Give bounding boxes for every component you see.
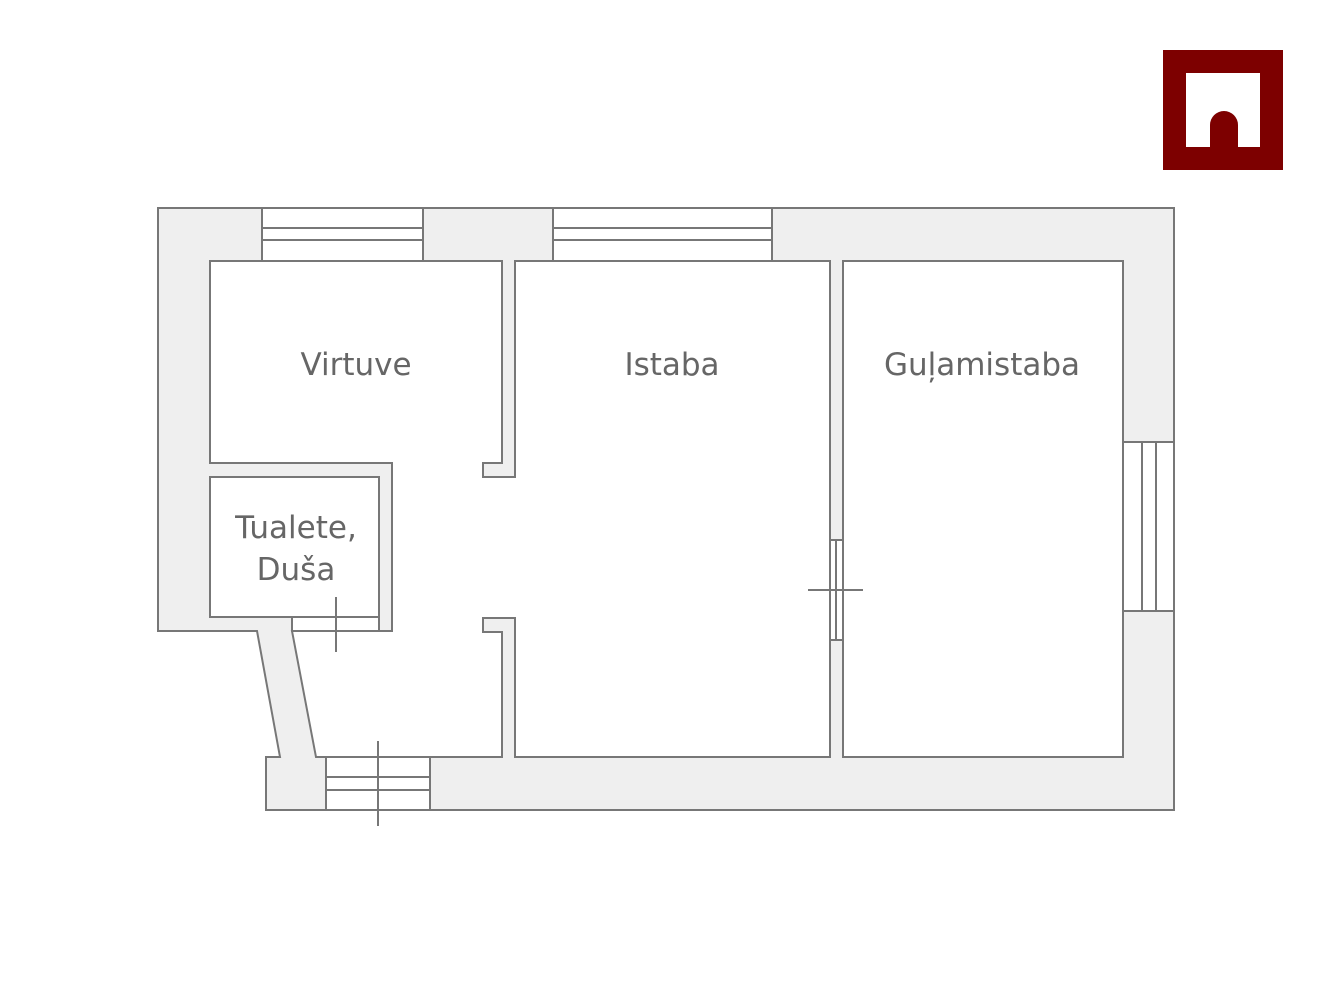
toilet-door bbox=[291, 597, 380, 652]
arch-logo-icon bbox=[1186, 73, 1260, 147]
bedroom-door bbox=[808, 539, 863, 641]
room-label: Istaba bbox=[624, 347, 719, 383]
bedroom-label: Guļamistaba bbox=[884, 347, 1080, 383]
logo bbox=[1163, 50, 1283, 170]
window-right bbox=[1122, 441, 1175, 612]
kitchen-label: Virtuve bbox=[300, 347, 411, 383]
toilet-label-line1: Tualete, bbox=[234, 510, 357, 546]
bedroom-floor bbox=[842, 260, 1124, 758]
entrance-door bbox=[325, 741, 431, 826]
window-top-left bbox=[261, 207, 424, 262]
toilet-floor bbox=[209, 476, 380, 618]
window-top-middle bbox=[552, 207, 773, 262]
toilet-label-line2: Duša bbox=[257, 552, 336, 588]
